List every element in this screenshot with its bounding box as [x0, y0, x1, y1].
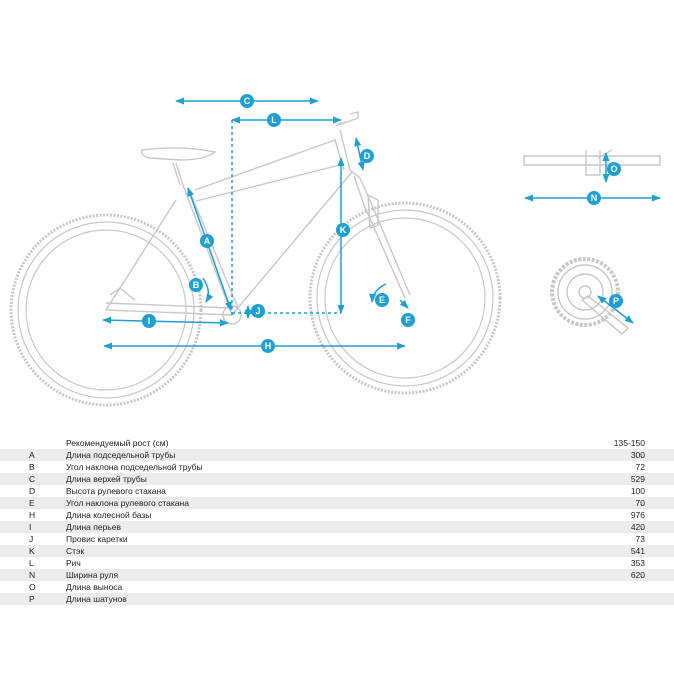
table-cell-label: Стэк: [66, 545, 489, 557]
table-cell-key: D: [29, 486, 36, 496]
svg-text:B: B: [193, 280, 200, 290]
table-cell-key: J: [29, 534, 34, 544]
table-cell-key: N: [0, 569, 66, 581]
table-cell-label: Ширина руля: [66, 569, 489, 581]
svg-text:C: C: [244, 96, 251, 106]
table-cell-value: 70: [488, 497, 674, 509]
table-cell-label: Рекомендуемый рост (см): [66, 438, 169, 448]
label-k: K: [336, 223, 350, 237]
bike-geometry-diagram: C L D K A B J E F I H O N P: [9, 94, 661, 407]
table-cell-value: 529: [488, 473, 674, 485]
svg-text:F: F: [405, 315, 411, 325]
label-n: N: [587, 191, 601, 205]
table-cell-label: Высота рулевого стакана: [66, 486, 166, 496]
table-cell-value: 300: [488, 449, 674, 461]
table-cell-label: Длина шатунов: [66, 593, 489, 605]
table-row: J Провис каретки 73: [0, 533, 674, 545]
table-cell-value: 72: [635, 462, 645, 472]
table-cell-value: [488, 581, 674, 593]
table-cell-value: 420: [488, 521, 674, 533]
label-j: J: [251, 304, 265, 318]
table-row: O Длина выноса: [0, 581, 674, 593]
table-cell-value: 976: [630, 510, 645, 520]
table-cell-value: 353: [630, 558, 645, 568]
table-cell-key: [0, 437, 66, 449]
table-cell-label: Длина подседельной трубы: [66, 449, 489, 461]
table-cell-value: 135-150: [613, 438, 645, 448]
svg-text:D: D: [364, 151, 371, 161]
label-d: D: [360, 149, 374, 163]
svg-text:I: I: [148, 316, 151, 326]
table-cell-value: 100: [630, 486, 645, 496]
table-cell-key: L: [29, 558, 34, 568]
table-cell-key: P: [0, 593, 66, 605]
table-cell-label: Угол наклона рулевого стакана: [66, 497, 489, 509]
table-cell-label: Рич: [66, 558, 81, 568]
table-row: L Рич 353: [0, 557, 674, 569]
table-cell-label: Длина колесной базы: [66, 510, 152, 520]
label-b: B: [189, 278, 203, 292]
svg-text:L: L: [271, 115, 277, 125]
table-cell-value: 541: [488, 545, 674, 557]
table-cell-label: Длина верхей трубы: [66, 473, 489, 485]
table-cell-key: E: [0, 497, 66, 509]
svg-text:O: O: [610, 164, 617, 174]
label-p: P: [609, 294, 623, 308]
table-cell-key: B: [29, 462, 35, 472]
label-l: L: [267, 113, 281, 127]
measurement-lines: [102, 97, 661, 350]
bike-outline: [9, 111, 502, 407]
svg-text:H: H: [265, 341, 272, 351]
svg-text:E: E: [379, 295, 385, 305]
table-cell-label: Длина выноса: [66, 582, 123, 592]
bike-frame: [104, 111, 411, 325]
table-row: D Высота рулевого стакана 100: [0, 485, 674, 497]
svg-text:J: J: [255, 306, 260, 316]
table-cell-value: [488, 593, 674, 605]
table-cell-value: 73: [635, 534, 645, 544]
table-cell-key: K: [0, 545, 66, 557]
label-h: H: [261, 339, 275, 353]
front-wheel: [308, 201, 502, 395]
table-cell-key: A: [0, 449, 66, 461]
table-row: H Длина колесной базы 976: [0, 509, 674, 521]
svg-text:A: A: [204, 236, 211, 246]
table-cell-label: Угол наклона подседельной трубы: [66, 462, 203, 472]
label-o: O: [607, 162, 621, 176]
label-c: C: [240, 94, 254, 108]
svg-text:P: P: [613, 296, 619, 306]
table-cell-label: Длина перьев: [66, 521, 489, 533]
table-header-row: Рекомендуемый рост (см) 135-150: [0, 437, 674, 449]
svg-text:K: K: [340, 225, 347, 235]
table-cell-key: I: [0, 521, 66, 533]
table-cell-value: 620: [488, 569, 674, 581]
label-f: F: [401, 313, 415, 327]
table-cell-key: C: [0, 473, 66, 485]
label-i: I: [142, 314, 156, 328]
crankset-drawing: [550, 257, 630, 335]
svg-text:N: N: [591, 193, 598, 203]
label-e: E: [375, 293, 389, 307]
label-a: A: [200, 234, 214, 248]
table-cell-label: Провис каретки: [66, 534, 128, 544]
handlebar-top-view: [523, 149, 661, 176]
table-cell-key: O: [29, 582, 36, 592]
table-row: B Угол наклона подседельной трубы 72: [0, 461, 674, 473]
table-cell-key: H: [29, 510, 36, 520]
